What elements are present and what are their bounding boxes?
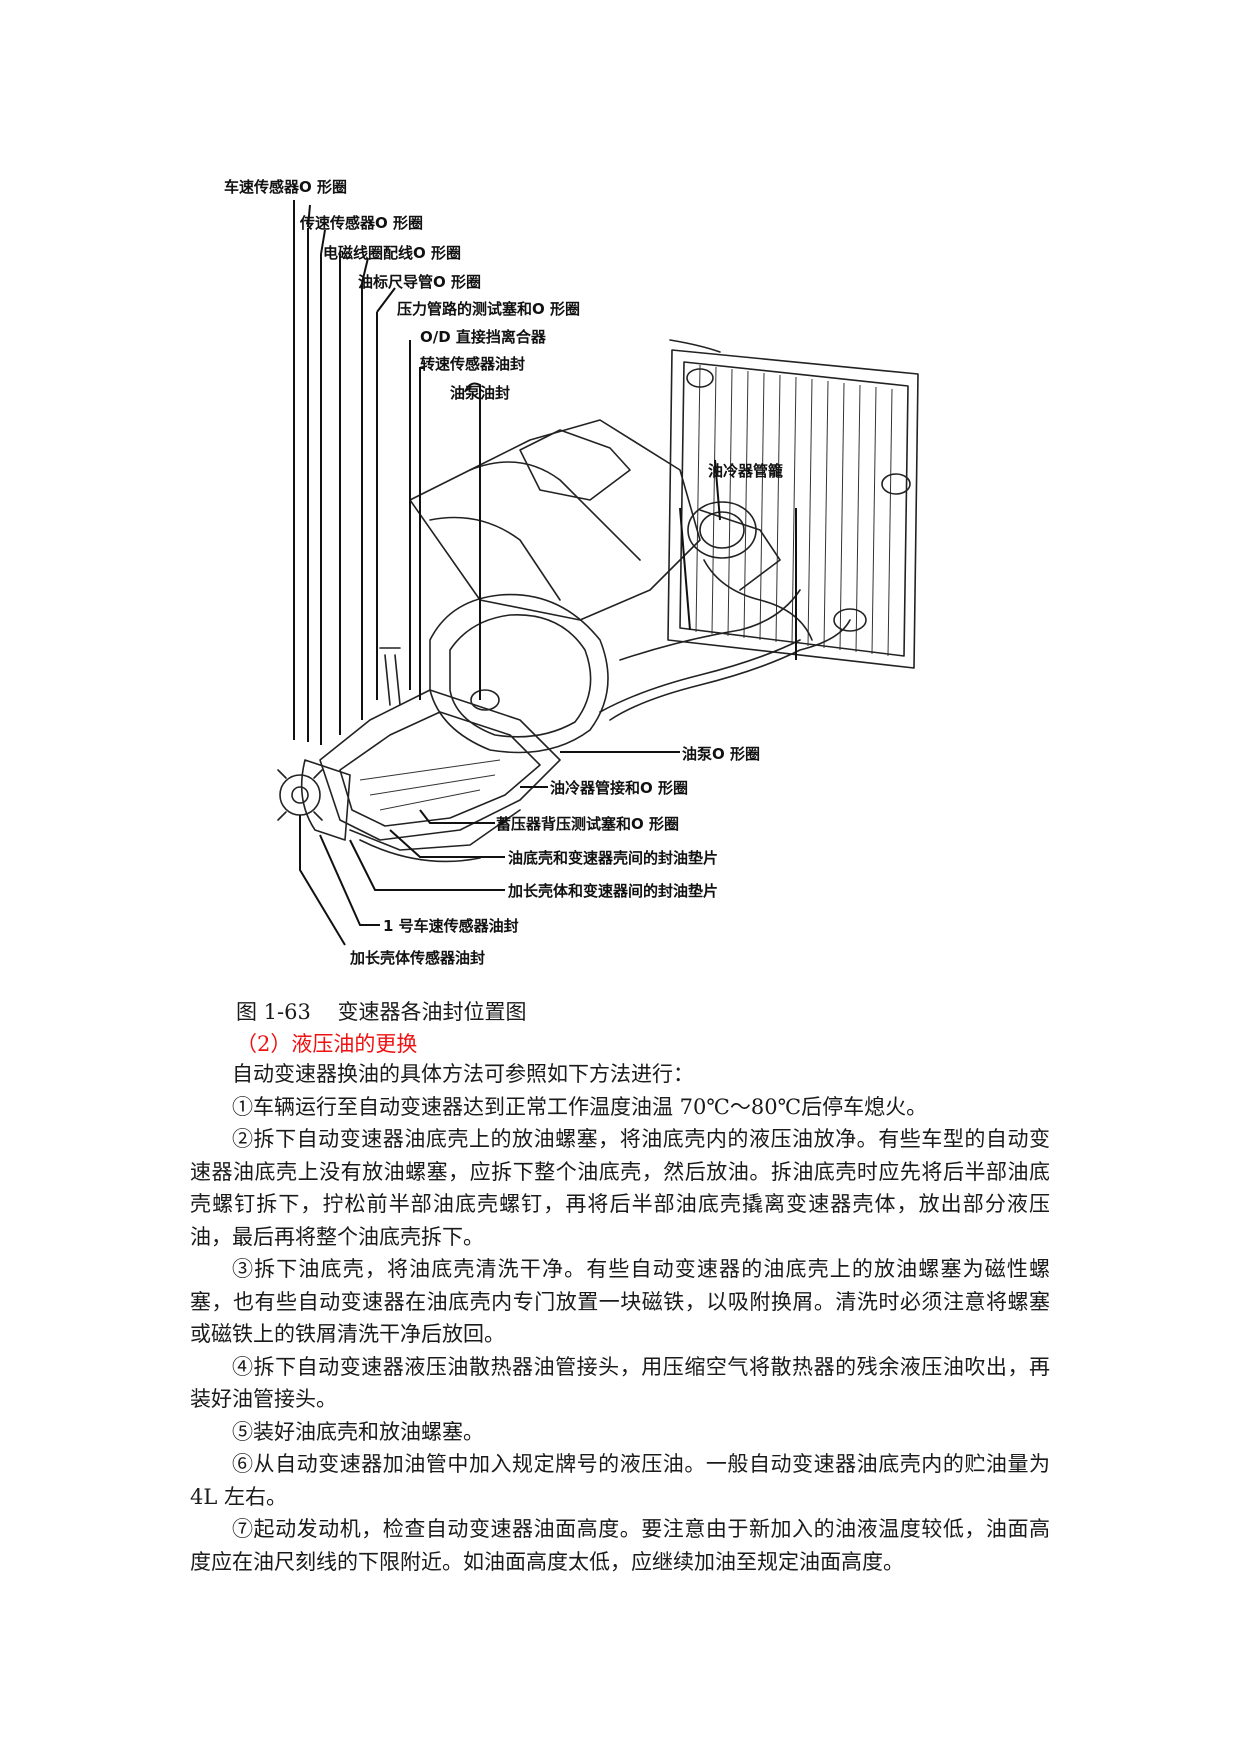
label-rpm-sensor-oil-seal: 转速传感器油封 xyxy=(420,355,525,373)
label-oil-pump-o-ring: 油泵O 形圈 xyxy=(682,745,760,763)
label-no1-speed-sensor-seal: 1 号车速传感器油封 xyxy=(383,917,519,935)
label-pressure-test-plug-o-ring: 压力管路的测试塞和O 形圈 xyxy=(397,300,580,318)
transmission-oil-seal-diagram: 车速传感器O 形圈 传速传感器O 形圈 电磁线圈配线O 形圈 油标尺导管O 形圈… xyxy=(224,178,919,967)
paragraph: ②拆下自动变速器油底壳上的放油螺塞，将油底壳内的液压油放净。有些车型的自动变速器… xyxy=(190,1127,1050,1249)
label-dipstick-tube-o-ring: 油标尺导管O 形圈 xyxy=(358,273,481,291)
label-oil-pan-gasket: 油底壳和变速器壳间的封油垫片 xyxy=(508,849,718,867)
paragraph: ①车辆运行至自动变速器达到正常工作温度油温 70℃～80℃后停车熄火。 xyxy=(232,1094,928,1119)
label-solenoid-wiring-o-ring: 电磁线圈配线O 形圈 xyxy=(323,244,461,262)
paragraph: ⑤装好油底壳和放油螺塞。 xyxy=(232,1419,484,1444)
paragraph: ④拆下自动变速器液压油散热器油管接头，用压缩空气将散热器的残余液压油吹出，再装好… xyxy=(190,1354,1050,1412)
figure-caption: 图 1-63 变速器各油封位置图 xyxy=(236,1000,527,1024)
drawing-sketch xyxy=(277,339,919,863)
label-oil-cooler-pipe: 油冷器管籠 xyxy=(708,462,783,480)
leader-lines xyxy=(293,200,797,946)
section-heading: （2）液压油的更换 xyxy=(236,1032,418,1056)
label-oil-pump-seal: 油泵油封 xyxy=(450,384,510,402)
paragraph: ③拆下油底壳，将油底壳清洗干净。有些自动变速器的油底壳上的放油螺塞为磁性螺塞，也… xyxy=(190,1257,1050,1346)
callout-labels: 车速传感器O 形圈 传速传感器O 形圈 电磁线圈配线O 形圈 油标尺导管O 形圈… xyxy=(224,178,783,967)
paragraph: ⑦起动发动机，检查自动变速器油面高度。要注意由于新加入的油液温度较低，油面高度应… xyxy=(190,1517,1050,1574)
paragraph: ⑥从自动变速器加油管中加入规定牌号的液压油。一般自动变速器油底壳内的贮油量为 4… xyxy=(190,1452,1050,1509)
label-od-direct-clutch: O/D 直接挡离合器 xyxy=(420,328,547,346)
label-transmission-sensor-o-ring: 传速传感器O 形圈 xyxy=(299,214,423,232)
paragraph: 自动变速器换油的具体方法可参照如下方法进行： xyxy=(232,1062,694,1086)
label-speed-sensor-o-ring: 车速传感器O 形圈 xyxy=(224,178,347,196)
body-text: 自动变速器换油的具体方法可参照如下方法进行： ①车辆运行至自动变速器达到正常工作… xyxy=(190,1058,1050,1578)
label-accumulator-test-plug-o-ring: 蓄压器背压测试塞和O 形圈 xyxy=(496,815,679,833)
label-extension-sensor-seal: 加长壳体传感器油封 xyxy=(349,949,485,967)
label-extension-housing-gasket: 加长壳体和变速器间的封油垫片 xyxy=(507,882,718,900)
label-oil-cooler-fitting-o-ring: 油冷器管接和O 形圈 xyxy=(550,779,688,797)
